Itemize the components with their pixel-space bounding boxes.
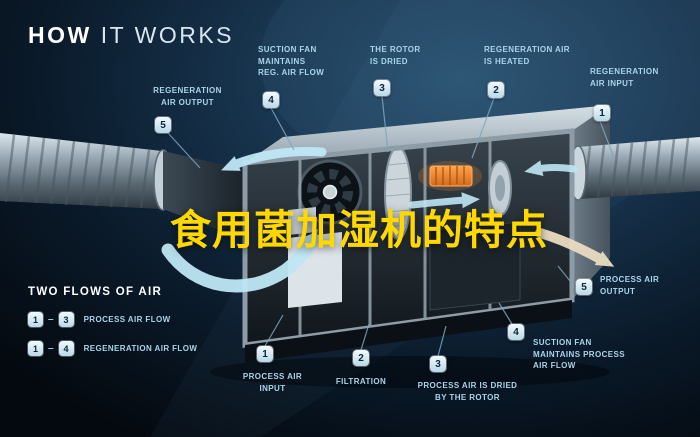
legend-badge-start: 1: [28, 312, 43, 327]
page-title: HOW IT WORKS: [28, 22, 234, 49]
title-how: HOW: [28, 22, 92, 48]
callout-process-air-output: PROCESS AIR OUTPUT: [600, 275, 660, 296]
callout-badge-2-filtration: 2: [353, 350, 369, 366]
callout-regeneration-air-input: REGENERATION AIR INPUT: [590, 67, 659, 88]
callout-badge-1-process-input: 1: [257, 346, 273, 362]
regeneration-output-flow: [221, 147, 327, 171]
process-output-flow: [535, 228, 615, 267]
component-box: [429, 221, 521, 311]
callout-suction-fan-process: SUCTION FAN MAINTAINS PROCESS AIR FLOW: [533, 338, 625, 371]
callout-lines: [167, 95, 615, 357]
right-duct: [569, 137, 700, 201]
callout-suction-fan-reg: SUCTION FAN MAINTAINS REG. AIR FLOW: [258, 45, 325, 78]
floor-shadow: [210, 356, 610, 388]
title-it-works: IT WORKS: [100, 22, 235, 48]
legend-label-regeneration: REGENERATION AIR FLOW: [83, 344, 198, 353]
overlay-caption-cn: 食用菌加湿机的特点: [170, 206, 548, 254]
callout-process-air-input: PROCESS AIR INPUT: [242, 372, 303, 393]
callout-rotor-is-dried: THE ROTOR IS DRIED: [370, 45, 421, 66]
legend-row-regeneration: 1 – 4 REGENERATION AIR FLOW: [28, 341, 197, 356]
callout-badge-5-process-output: 5: [576, 279, 592, 295]
regeneration-input-flow: [524, 160, 578, 177]
callout-badge-2-regen-heated: 2: [488, 82, 504, 98]
legend-separator: –: [48, 343, 54, 354]
callout-regeneration-air-output: REGENERATION AIR OUTPUT: [153, 86, 222, 107]
callout-badge-5-regen-output: 5: [155, 117, 171, 133]
legend-label-process: PROCESS AIR FLOW: [83, 315, 171, 324]
callout-process-air-dried: PROCESS AIR IS DRIED BY THE ROTOR: [417, 381, 518, 402]
heater: [418, 161, 482, 191]
callout-regeneration-air-heated: REGENERATION AIR IS HEATED: [484, 45, 570, 66]
legend-separator: –: [48, 314, 54, 325]
callout-filtration: FILTRATION: [335, 377, 387, 386]
filter-panel-small: [288, 207, 316, 235]
callout-badge-4-suction-reg: 4: [263, 92, 279, 108]
callout-badge-3-rotor-dried: 3: [374, 80, 390, 96]
regeneration-fan: [488, 160, 512, 216]
legend-row-process: 1 – 3 PROCESS AIR FLOW: [28, 312, 197, 327]
legend-title: TWO FLOWS OF AIR: [28, 286, 163, 298]
callout-badge-1-regen-input: 1: [594, 105, 610, 121]
cabinet-interior: [245, 131, 572, 345]
callout-badge-4-suction-process: 4: [508, 324, 524, 340]
air-flow-arrows: [161, 147, 615, 293]
process-input-flow: [161, 228, 318, 293]
left-duct: [0, 133, 246, 240]
legend: TWO FLOWS OF AIR 1 – 3 PROCESS AIR FLOW …: [28, 286, 197, 356]
legend-badge-end: 4: [58, 341, 74, 356]
callout-badge-3-process-dried: 3: [430, 356, 446, 372]
legend-badge-end: 3: [58, 312, 74, 327]
legend-badge-start: 1: [28, 341, 43, 356]
internal-flow: [408, 192, 480, 209]
